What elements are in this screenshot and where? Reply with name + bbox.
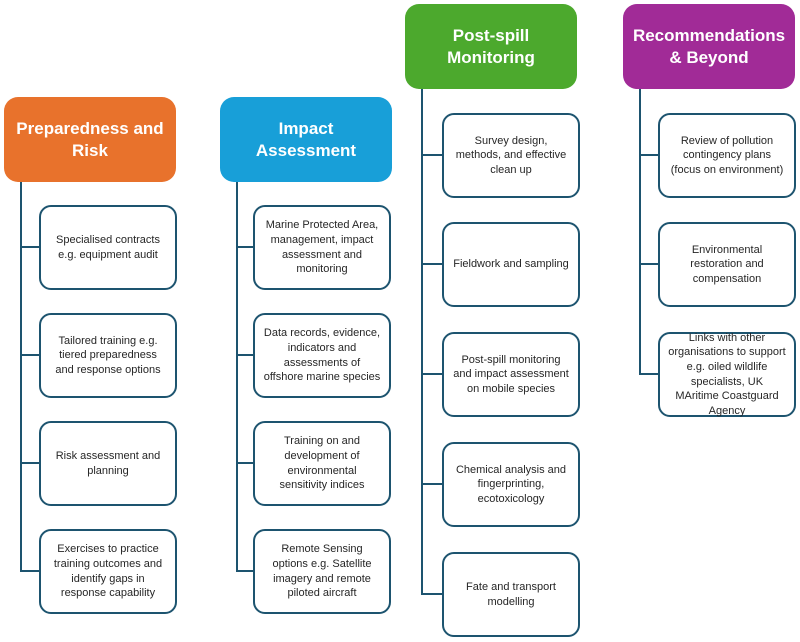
connector-stub — [236, 570, 253, 572]
connector-stub — [20, 246, 39, 248]
connector-stub — [639, 263, 658, 265]
node-box: Fate and transport modelling — [442, 552, 580, 637]
connector-stub — [421, 373, 442, 375]
node-box: Fieldwork and sampling — [442, 222, 580, 307]
connector-stub — [639, 373, 658, 375]
node-box: Specialised contracts e.g. equipment aud… — [39, 205, 177, 290]
column-header-preparedness-and-risk: Preparedness and Risk — [4, 97, 176, 182]
connector-stub — [236, 354, 253, 356]
node-box: Survey design, methods, and effective cl… — [442, 113, 580, 198]
node-box: Exercises to practice training outcomes … — [39, 529, 177, 614]
node-label: Tailored training e.g. tiered preparedne… — [55, 334, 161, 376]
node-label: Marine Protected Area, management, impac… — [265, 219, 379, 276]
connector-stub — [421, 593, 442, 595]
column-header-impact-assessment: Impact Assessment — [220, 97, 392, 182]
connector-stub — [639, 154, 658, 156]
column-header-recommendations-beyond: Recommendations & Beyond — [623, 4, 795, 89]
node-box: Data records, evidence, indicators and a… — [253, 313, 391, 398]
node-label: Exercises to practice training outcomes … — [53, 543, 163, 600]
connector-stub — [20, 462, 39, 464]
node-box: Marine Protected Area, management, impac… — [253, 205, 391, 290]
node-box: Environmental restoration and compensati… — [658, 222, 796, 307]
node-label: Data records, evidence, indicators and a… — [263, 327, 381, 384]
connector-stub — [236, 462, 253, 464]
connector-line — [236, 182, 238, 572]
node-label: Remote Sensing options e.g. Satellite im… — [272, 543, 372, 600]
node-box: Review of pollution contingency plans (f… — [658, 113, 796, 198]
node-label: Review of pollution contingency plans (f… — [670, 134, 784, 176]
node-box: Chemical analysis and fingerprinting, ec… — [442, 442, 580, 527]
node-box: Remote Sensing options e.g. Satellite im… — [253, 529, 391, 614]
node-label: Fate and transport modelling — [466, 580, 556, 608]
connector-stub — [20, 570, 39, 572]
connector-line — [20, 182, 22, 572]
connector-stub — [20, 354, 39, 356]
node-label: Fieldwork and sampling — [453, 258, 569, 271]
node-label: Links with other organisations to suppor… — [668, 331, 786, 417]
node-box: Links with other organisations to suppor… — [658, 332, 796, 417]
column-header-post-spill-monitoring: Post-spill Monitoring — [405, 4, 577, 89]
node-box: Tailored training e.g. tiered preparedne… — [39, 313, 177, 398]
node-label: Environmental restoration and compensati… — [690, 243, 764, 285]
node-box: Post-spill monitoring and impact assessm… — [442, 332, 580, 417]
connector-stub — [421, 154, 442, 156]
connector-stub — [421, 483, 442, 485]
connector-line — [639, 89, 641, 375]
connector-stub — [421, 263, 442, 265]
node-label: Post-spill monitoring and impact assessm… — [453, 353, 569, 395]
node-box: Training on and development of environme… — [253, 421, 391, 506]
node-box: Risk assessment and planning — [39, 421, 177, 506]
node-label: Training on and development of environme… — [279, 435, 365, 492]
node-label: Risk assessment and planning — [55, 449, 161, 477]
node-label: Chemical analysis and fingerprinting, ec… — [455, 463, 567, 505]
connector-stub — [236, 246, 253, 248]
node-label: Survey design, methods, and effective cl… — [455, 134, 567, 176]
connector-line — [421, 89, 423, 595]
node-label: Specialised contracts e.g. equipment aud… — [56, 233, 160, 261]
